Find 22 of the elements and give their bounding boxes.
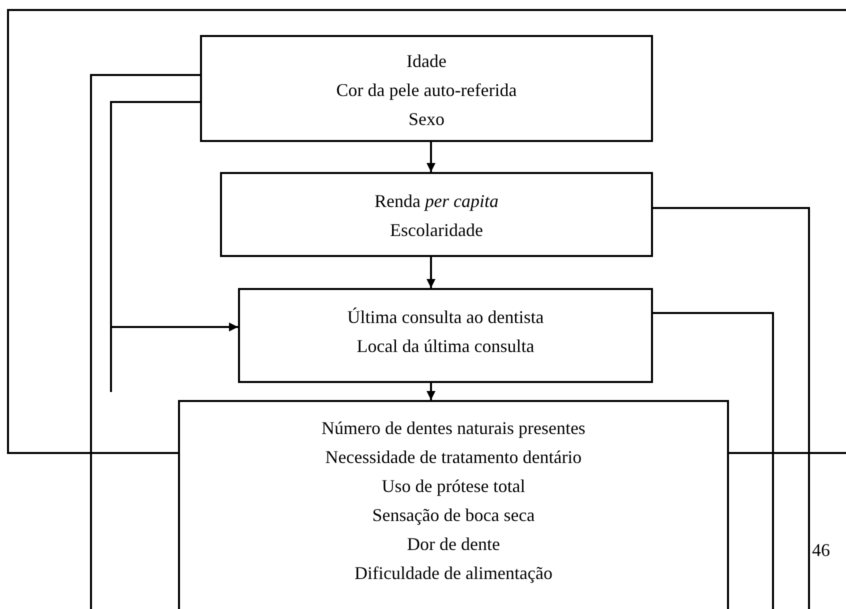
variable-text: Escolaridade [390, 219, 483, 242]
variable-text: Local da última consulta [356, 335, 534, 358]
variable-text: Número de dentes naturais presentes [322, 417, 586, 440]
variable-box [200, 35, 653, 142]
variable-text: Dor de dente [407, 533, 500, 556]
variable-text: Dificuldade de alimentação [354, 562, 552, 585]
variable-box [220, 172, 653, 257]
variable-box [238, 288, 653, 383]
variable-text: Idade [406, 50, 446, 73]
arrow [426, 142, 436, 172]
variable-text: Sensação de boca seca [372, 504, 535, 527]
variable-box [178, 400, 729, 609]
page-number: 46 [812, 539, 830, 562]
arrow [110, 101, 239, 393]
variable-text: Última consulta ao dentista [347, 306, 544, 329]
variable-text: Cor da pele auto-referida [336, 79, 517, 102]
variable-text: Renda per capita [374, 190, 498, 213]
variable-text: Necessidade de tratamento dentário [325, 446, 582, 469]
arrow [426, 257, 436, 288]
variable-text: Uso de prótese total [382, 475, 526, 498]
variable-text: Sexo [408, 108, 444, 131]
arrow [426, 383, 436, 400]
